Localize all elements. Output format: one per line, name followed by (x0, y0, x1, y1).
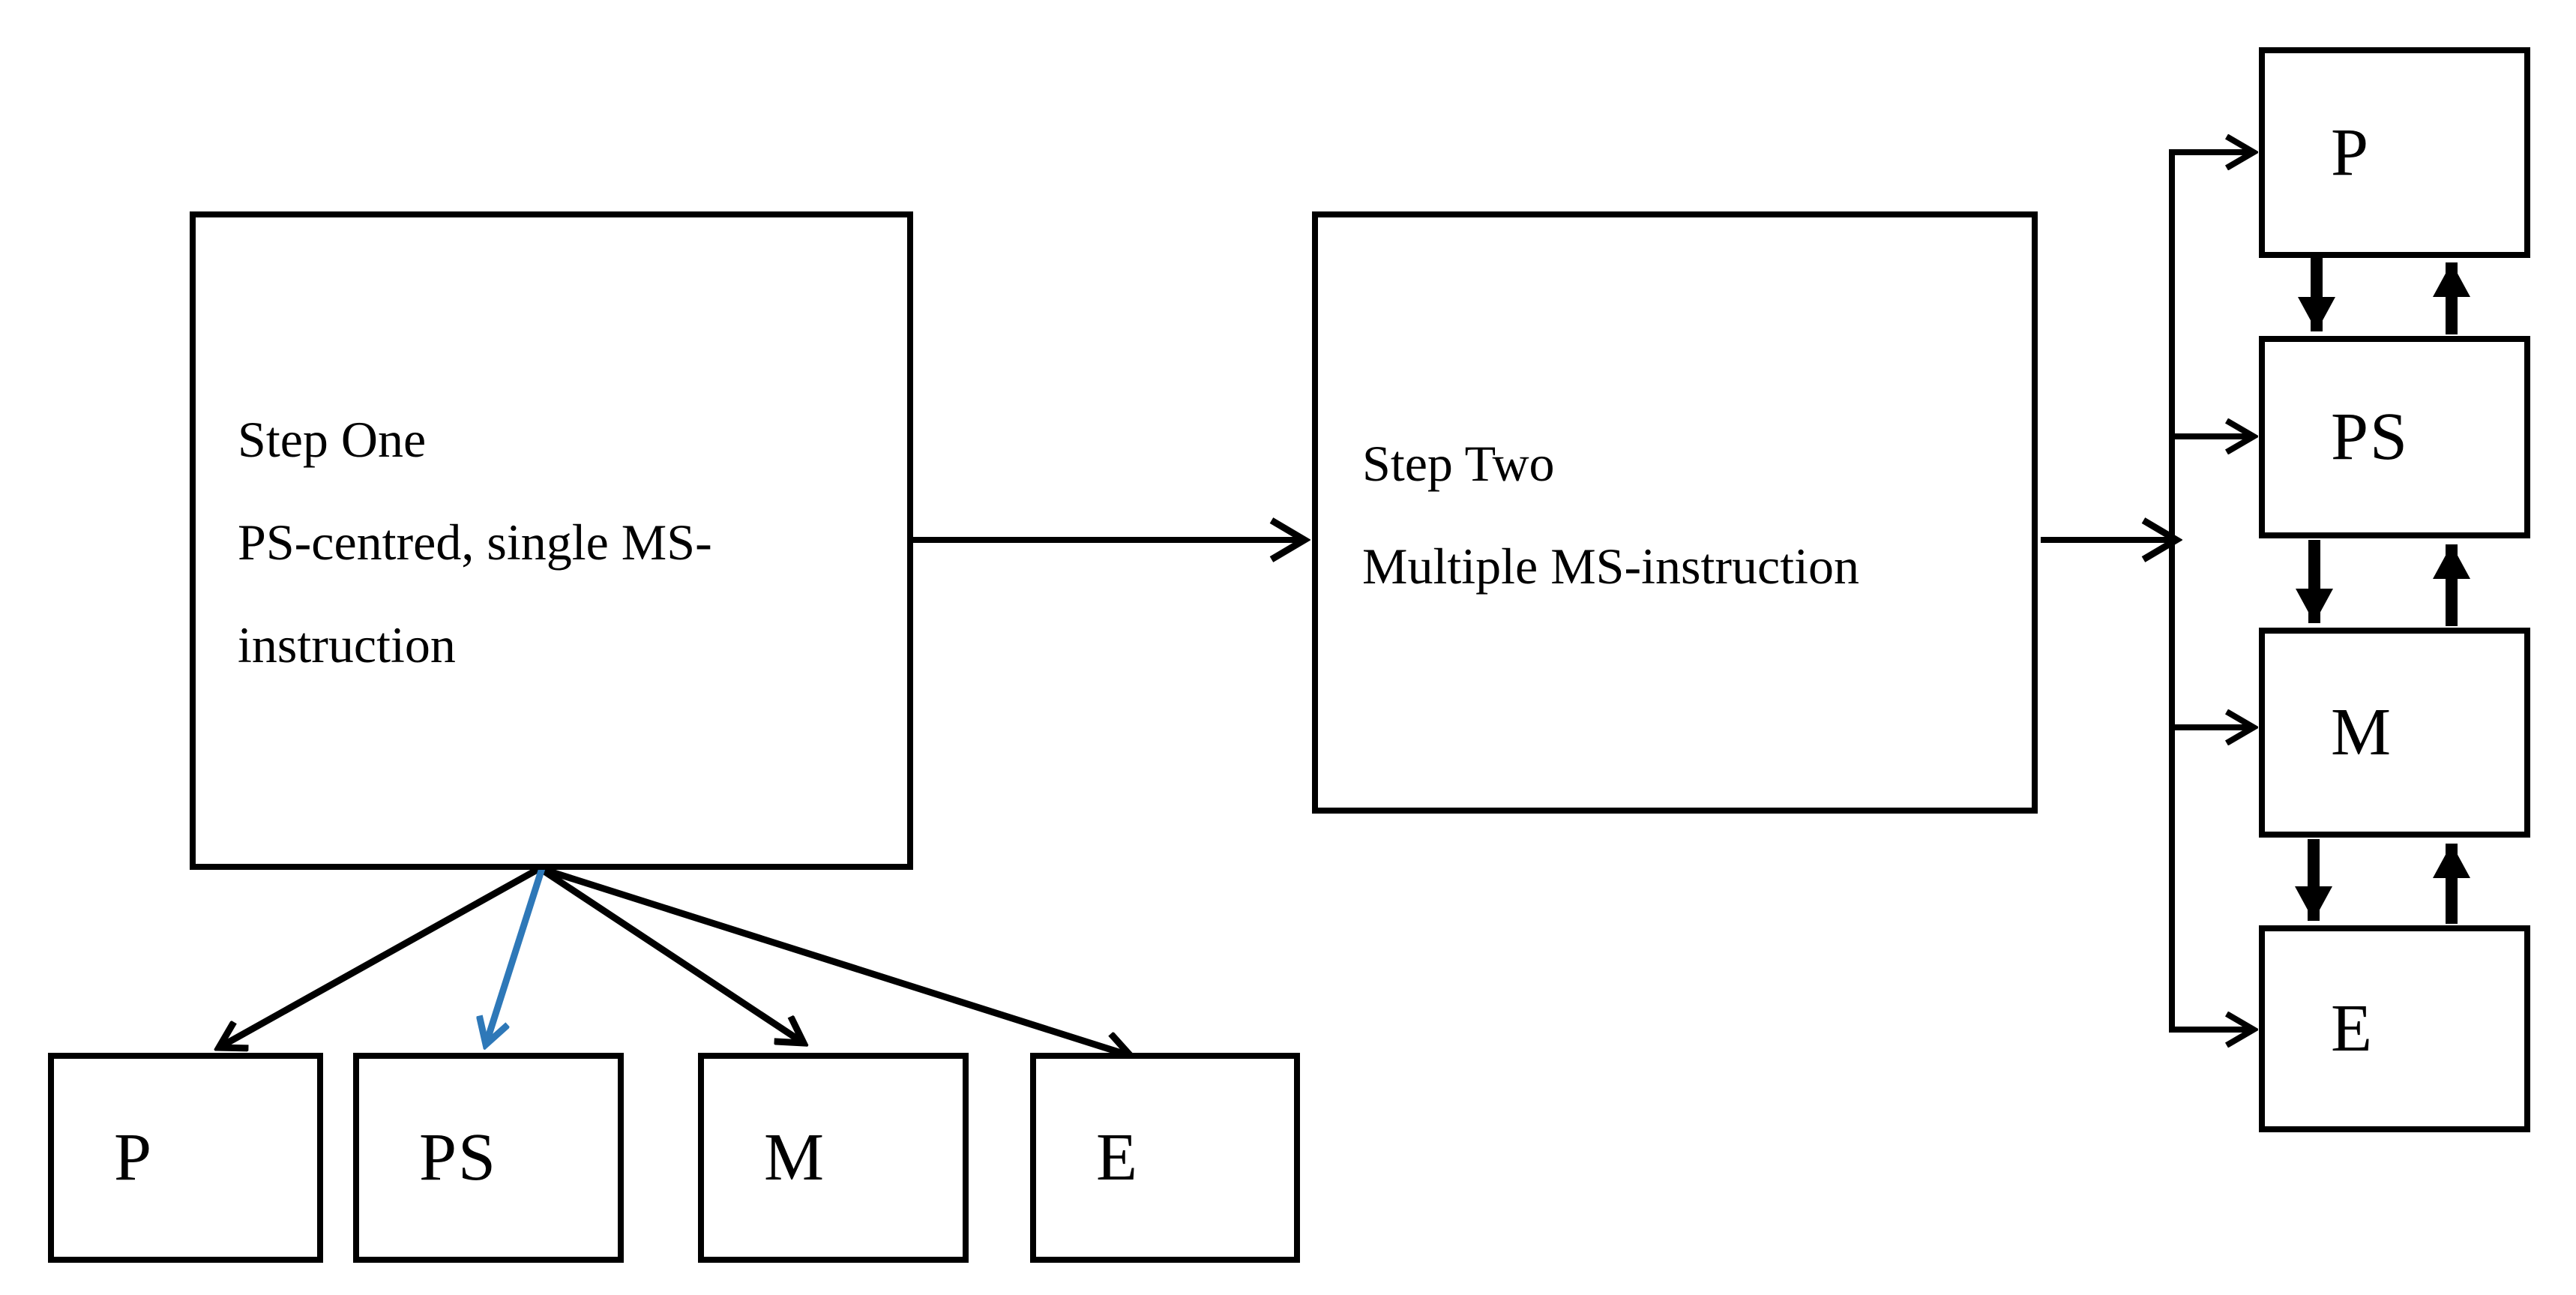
step-two-line-2: Multiple MS-instruction (1362, 538, 1859, 595)
bottom-box-p-label: P (114, 1120, 154, 1195)
bottom-box-ps: PS (353, 1053, 624, 1263)
right-box-ps: PS (2259, 336, 2530, 538)
step-one-line-3: instruction (238, 616, 456, 673)
step-two-box (1312, 211, 2038, 814)
step-one-line-1: Step One (238, 411, 427, 468)
step-two-line-1: Step Two (1362, 435, 1555, 492)
bottom-box-m: M (698, 1053, 969, 1263)
bottom-box-ps-label: PS (419, 1120, 498, 1195)
step-one-box (190, 211, 913, 870)
fan-arrow-to-ps-highlight (486, 867, 546, 1045)
bottom-box-p: P (48, 1053, 323, 1263)
fan-arrow-to-m (538, 865, 804, 1043)
right-box-m-label: M (2331, 695, 2393, 769)
bottom-box-e: E (1030, 1053, 1300, 1263)
fan-arrow-to-e (538, 865, 1131, 1056)
right-box-e-label: E (2331, 991, 2374, 1066)
right-box-p: P (2259, 47, 2530, 258)
right-box-e: E (2259, 925, 2530, 1132)
bottom-box-e-label: E (1096, 1120, 1139, 1195)
bottom-box-m-label: M (764, 1120, 826, 1195)
step-one-text: Step One PS-centred, single MS- instruct… (238, 388, 712, 697)
right-box-ps-label: PS (2331, 400, 2410, 474)
step-two-text: Step Two Multiple MS-instruction (1362, 412, 1859, 618)
right-box-p-label: P (2331, 115, 2371, 190)
right-box-m: M (2259, 628, 2530, 838)
step-one-line-2: PS-centred, single MS- (238, 514, 712, 571)
fan-arrow-to-p (219, 865, 542, 1048)
